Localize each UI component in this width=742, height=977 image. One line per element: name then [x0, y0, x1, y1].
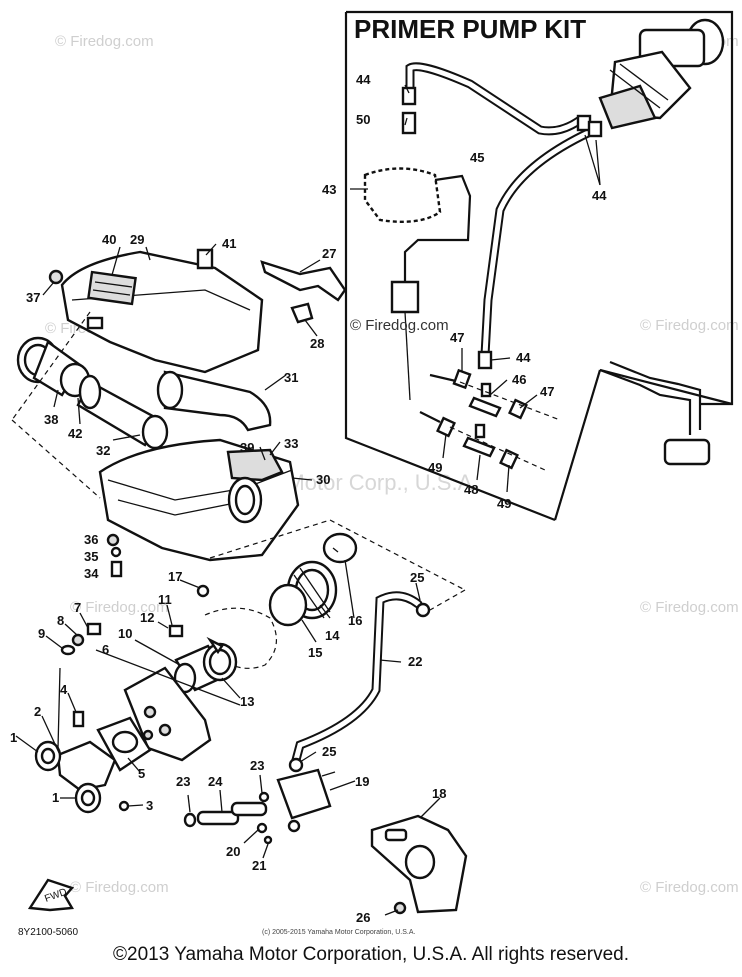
- callout-10: 10: [118, 626, 132, 641]
- callout-2: 2: [34, 704, 41, 719]
- primer-pump-kit-panel: PRIMER PUMP KIT: [344, 10, 734, 522]
- callout-labels: 1 1 2 3 4 5 6 7 8 9 10 11 12 13 14 15 16…: [10, 72, 607, 925]
- callout-32: 32: [96, 443, 110, 458]
- fuel-valve: [256, 768, 336, 845]
- callout-16: 16: [348, 613, 362, 628]
- callout-35: 35: [84, 549, 98, 564]
- airbox-cover: [48, 248, 347, 374]
- watermark: © Firedog.com: [640, 317, 739, 334]
- callout-33: 33: [284, 436, 298, 451]
- callout-40: 40: [102, 232, 116, 247]
- callout-11: 11: [158, 592, 172, 607]
- callout-23: 23: [176, 774, 190, 789]
- primer-pump: [598, 18, 725, 130]
- watermark: © Firedog.com: [55, 33, 154, 50]
- callout-25: 25: [410, 570, 424, 585]
- callout-3: 3: [146, 798, 153, 813]
- callout-44: 44: [356, 72, 371, 87]
- callout-12: 12: [140, 610, 154, 625]
- fwd-arrow-icon: FWD: [27, 878, 75, 912]
- callout-50: 50: [356, 112, 370, 127]
- callout-37: 37: [26, 290, 40, 305]
- mounting-bracket: [370, 814, 468, 915]
- callout-43: 43: [322, 182, 336, 197]
- callout-49: 49: [428, 460, 442, 475]
- diagram-code: 8Y2100-5060: [18, 927, 78, 938]
- callout-47: 47: [540, 384, 554, 399]
- callout-1: 1: [52, 790, 59, 805]
- callout-6: 6: [102, 642, 109, 657]
- callout-26: 26: [356, 910, 370, 925]
- callout-13: 13: [240, 694, 254, 709]
- callout-18: 18: [432, 786, 446, 801]
- callout-29: 29: [130, 232, 144, 247]
- copyright-footer: ©2013 Yamaha Motor Corporation, U.S.A. A…: [113, 944, 629, 965]
- center-watermark: © Firedog.com: [350, 317, 449, 334]
- callout-48: 48: [464, 482, 478, 497]
- rod-parts: [183, 791, 270, 828]
- watermark: © Firedog.com: [70, 599, 169, 616]
- callout-44: 44: [592, 188, 607, 203]
- callout-5: 5: [138, 766, 145, 781]
- intake-manifold-parts: [34, 622, 241, 814]
- callout-15: 15: [308, 645, 322, 660]
- callout-34: 34: [84, 566, 99, 581]
- watermark: © Firedog.com: [640, 599, 739, 616]
- leader-lines: [15, 84, 601, 916]
- callout-8: 8: [57, 613, 64, 628]
- callout-46: 46: [512, 372, 526, 387]
- callout-17: 17: [168, 569, 182, 584]
- callout-31: 31: [284, 370, 298, 385]
- callout-36: 36: [84, 532, 98, 547]
- small-notice: (c) 2005-2015 Yamaha Motor Corporation, …: [262, 929, 415, 936]
- carburetor-parts: [173, 532, 358, 694]
- callout-19: 19: [355, 774, 369, 789]
- callout-44: 44: [516, 350, 531, 365]
- callout-21: 21: [252, 858, 266, 873]
- kit-title: PRIMER PUMP KIT: [354, 14, 586, 44]
- callout-7: 7: [74, 600, 81, 615]
- callout-45: 45: [470, 150, 484, 165]
- callout-49: 49: [497, 496, 511, 511]
- callout-39: 39: [240, 440, 254, 455]
- callout-9: 9: [38, 626, 45, 641]
- callout-22: 22: [408, 654, 422, 669]
- watermark: © Firedog.com: [640, 879, 739, 896]
- callout-28: 28: [310, 336, 324, 351]
- callout-25: 25: [322, 744, 336, 759]
- callout-20: 20: [226, 844, 240, 859]
- callout-1: 1: [10, 730, 17, 745]
- callout-14: 14: [325, 628, 340, 643]
- callout-27: 27: [322, 246, 336, 261]
- callout-23: 23: [250, 758, 264, 773]
- callout-4: 4: [60, 682, 68, 697]
- intake-duct-parts: [11, 311, 272, 499]
- watermark: © Firedog.com: [70, 879, 169, 896]
- callout-42: 42: [68, 426, 82, 441]
- callout-47: 47: [450, 330, 464, 345]
- airbox-base: [98, 438, 466, 611]
- callout-30: 30: [316, 472, 330, 487]
- callout-24: 24: [208, 774, 223, 789]
- callout-41: 41: [222, 236, 236, 251]
- callout-38: 38: [44, 412, 58, 427]
